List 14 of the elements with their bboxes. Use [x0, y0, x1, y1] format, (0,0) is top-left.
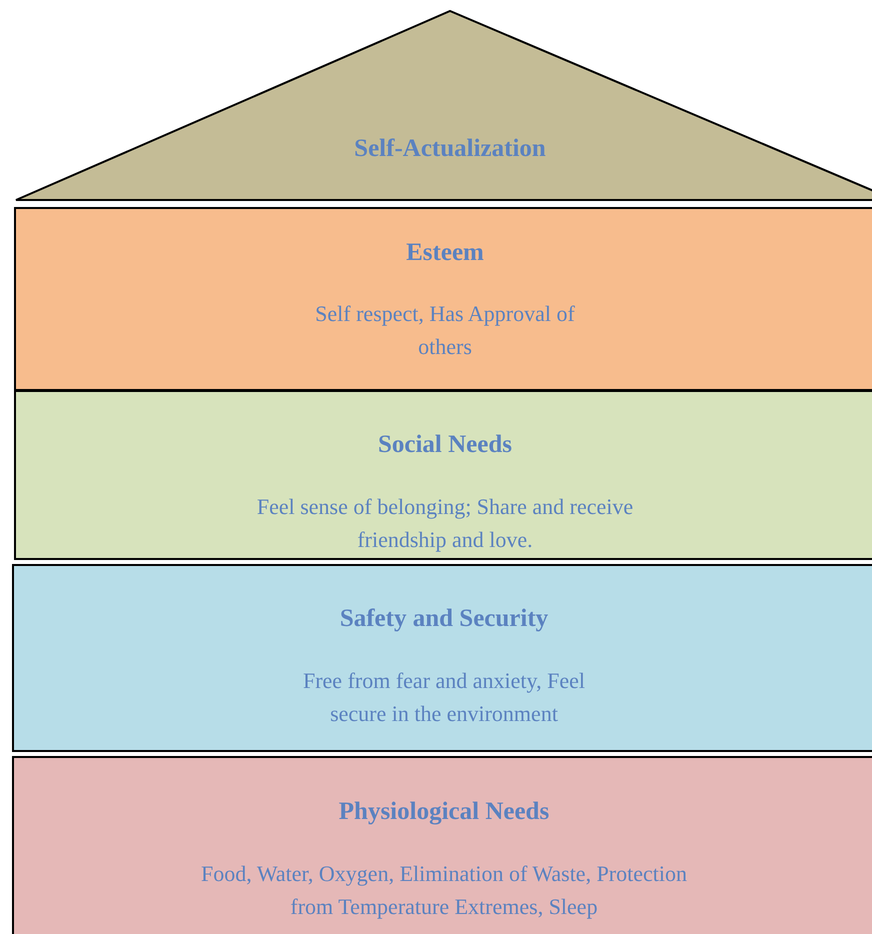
level-description: Self respect, Has Approval of others — [315, 300, 575, 361]
level-description: Free from fear and anxiety, Feel secure in the environment — [302, 667, 586, 728]
level-title: Social Needs — [376, 430, 514, 460]
level-title: Safety and Security — [338, 604, 550, 634]
level-title: Esteem — [405, 238, 485, 268]
level-description: Feel sense of belonging; Share and receive friendship and love. — [256, 493, 634, 554]
pyramid-level — [12, 756, 872, 934]
pyramid-level — [14, 207, 872, 391]
level-title: Physiological Needs — [338, 797, 550, 827]
pyramid-level — [12, 564, 872, 752]
pyramid-level — [14, 390, 872, 560]
level-title: Self-Actualization — [353, 134, 547, 164]
roof-triangle — [15, 10, 872, 202]
level-description: Food, Water, Oxygen, Elimination of Waste, Protection from Temperature Extremes, Sleep — [200, 860, 688, 921]
